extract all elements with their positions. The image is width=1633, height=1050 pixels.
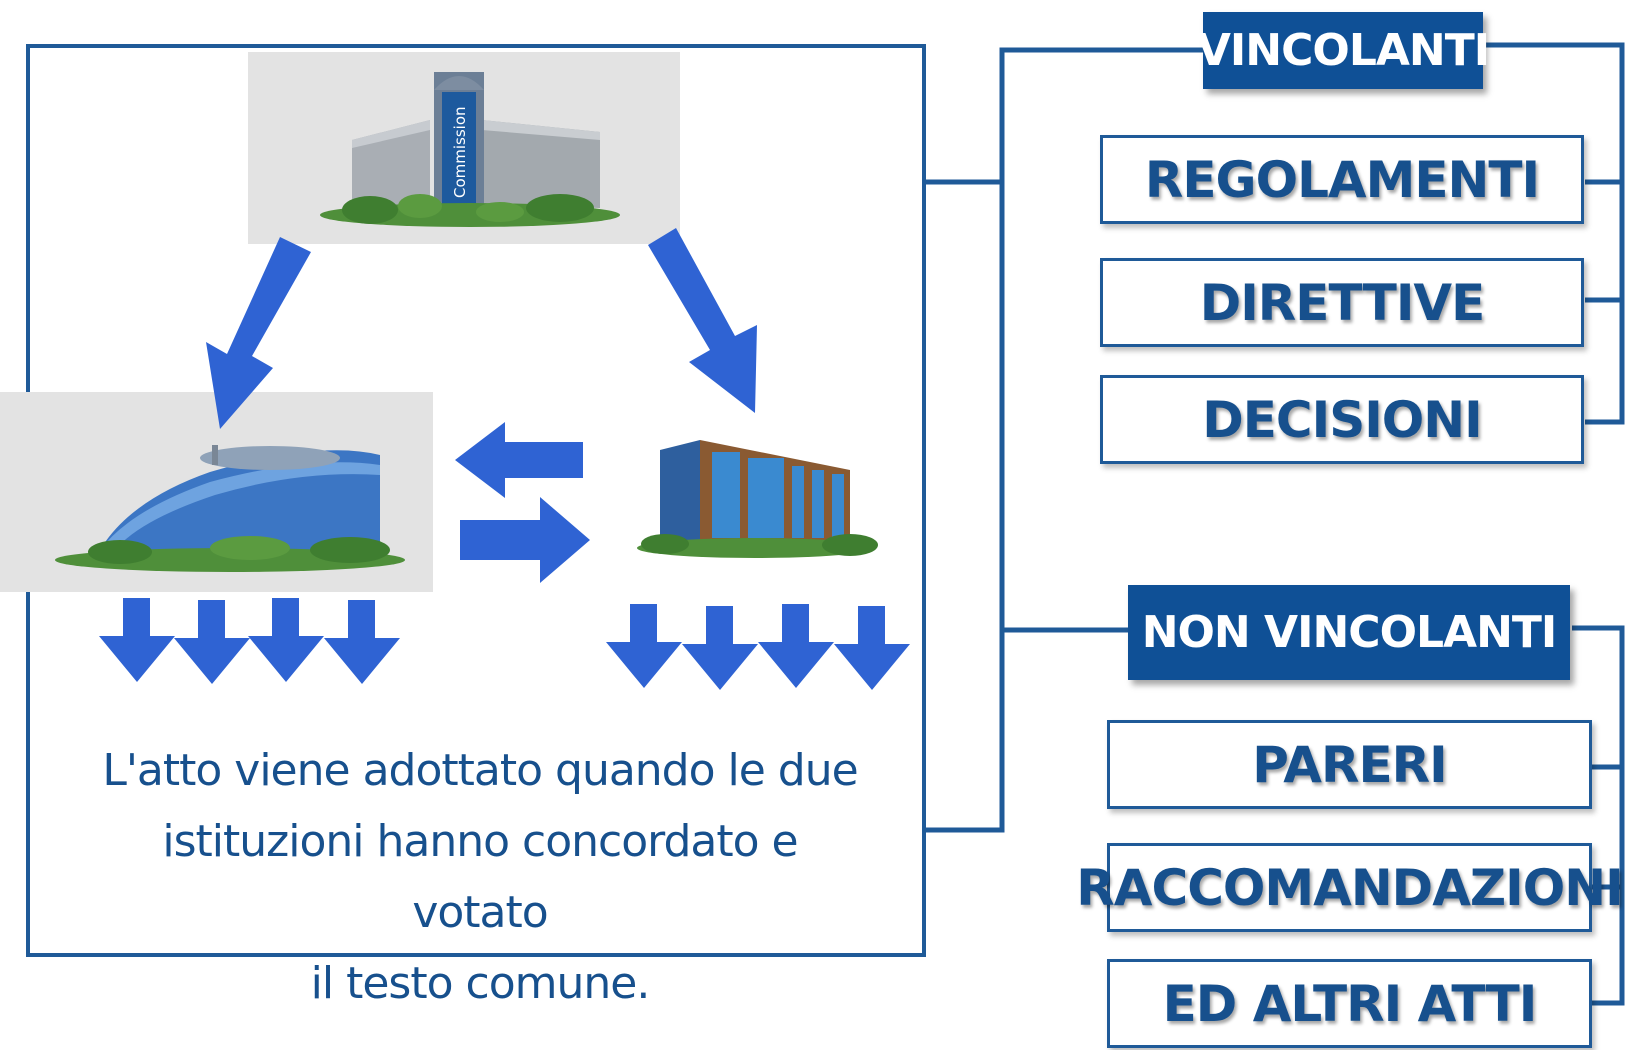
down-arrow-icon xyxy=(606,604,682,688)
caption-line-1: L'atto viene adottato quando le due xyxy=(102,745,858,796)
down-arrow-icon xyxy=(174,600,250,684)
binding-item-direttive: DIRETTIVE xyxy=(1100,258,1584,347)
binding-heading: VINCOLANTI xyxy=(1197,12,1490,89)
down-arrow-icon xyxy=(834,606,910,690)
connector-to-binding xyxy=(926,47,1205,185)
nonbinding-item-pareri: PARERI xyxy=(1107,720,1592,809)
down-arrow-icon xyxy=(682,606,758,690)
commission-banner xyxy=(442,92,476,204)
arrow-to-parliament-icon xyxy=(206,237,311,429)
nonbinding-heading: NON VINCOLANTI xyxy=(1128,585,1570,680)
binding-item-decisioni: DECISIONI xyxy=(1100,375,1584,464)
down-arrow-icon xyxy=(99,598,175,682)
nonbinding-bracket xyxy=(1572,625,1625,1006)
binding-item-regolamenti: REGOLAMENTI xyxy=(1100,135,1584,224)
arrow-left-exchange-icon xyxy=(455,422,583,498)
arrow-to-council-icon xyxy=(648,228,757,413)
down-arrow-icon xyxy=(248,598,324,682)
nonbinding-item-raccomandazioni: RACCOMANDAZIONI xyxy=(1076,843,1624,932)
down-arrow-icon xyxy=(324,600,400,684)
connector-to-nonbinding xyxy=(926,627,1128,833)
nonbinding-item-altri-atti: ED ALTRI ATTI xyxy=(1107,959,1592,1048)
arrow-right-exchange-icon xyxy=(460,497,590,583)
binding-bracket xyxy=(1485,42,1625,425)
down-arrow-icon xyxy=(758,604,834,688)
commission-label: Commission xyxy=(451,106,469,198)
council-vote-arrows xyxy=(606,604,910,690)
adoption-caption: L'atto viene adottato quando le due isti… xyxy=(90,735,870,1019)
parliament-vote-arrows xyxy=(99,598,400,684)
caption-line-2: istituzioni hanno concordato e votato xyxy=(162,816,798,938)
caption-line-3: il testo comune. xyxy=(310,958,651,1009)
